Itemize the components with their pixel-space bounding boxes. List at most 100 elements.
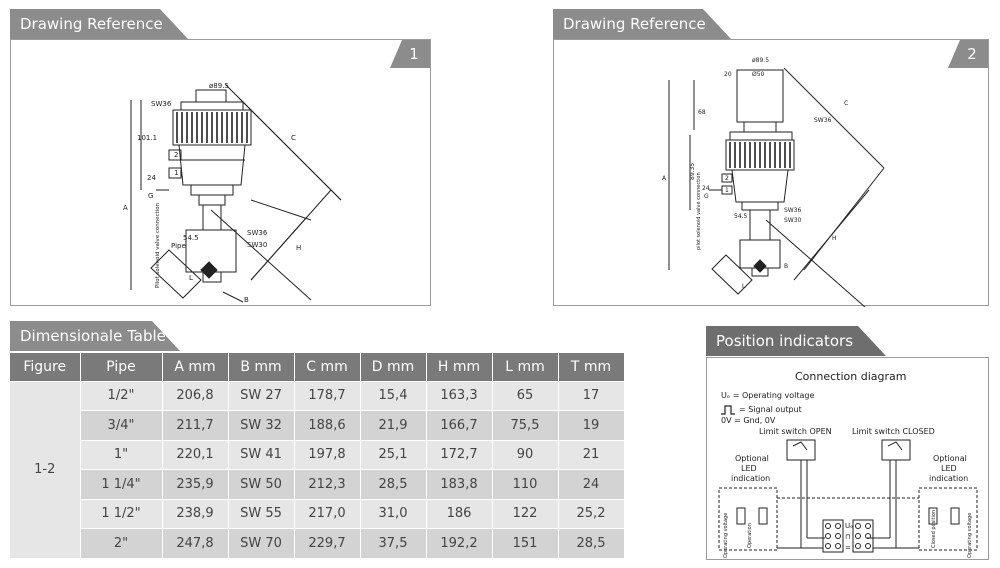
led-right-3: indication xyxy=(929,474,968,483)
table-cell: 151 xyxy=(492,528,559,558)
signal-pulse-icon xyxy=(721,405,735,415)
col-pipe: Pipe xyxy=(80,353,163,381)
diagram-title: Connection diagram xyxy=(795,370,906,383)
table-cell: 1 1/4" xyxy=(80,469,163,499)
label2-545: 54.5 xyxy=(734,213,748,220)
side-right: Closed position xyxy=(931,510,937,548)
label2-24: 24 xyxy=(702,185,710,192)
table-row: 1 1/2" 238,9 SW 55 217,0 31,0 186 122 25… xyxy=(10,498,625,529)
legend-signal: = Signal output xyxy=(739,405,802,414)
table-cell: 229,7 xyxy=(294,528,361,558)
table-cell: 28,5 xyxy=(558,528,625,558)
label-port-1: 1 xyxy=(174,169,178,177)
drawing-reference-tab-2: Drawing Reference xyxy=(553,9,731,39)
col-c: C mm xyxy=(294,353,361,381)
label-545: 54.5 xyxy=(183,234,199,242)
led-left-3: indication xyxy=(731,474,770,483)
term-ue: Uₑ xyxy=(845,522,853,530)
label2-pilot: pilot solenoid valve connection xyxy=(696,172,702,250)
table-cell: 1 1/2" xyxy=(80,498,163,529)
col-h: H mm xyxy=(426,353,493,381)
table-cell: 206,8 xyxy=(162,380,229,411)
label-g: G xyxy=(148,192,153,200)
col-l: L mm xyxy=(492,353,559,381)
label-dia: ø89.5 xyxy=(209,82,229,90)
label-b: B xyxy=(244,296,249,304)
label2-8935: 89.35 xyxy=(689,163,696,180)
table-cell: 2" xyxy=(80,528,163,558)
legend-gnd: 0V = Gnd, 0V xyxy=(721,416,776,425)
table-cell: 163,3 xyxy=(426,380,493,411)
table-cell: 28,5 xyxy=(360,469,427,499)
limit-closed-label: Limit switch CLOSED xyxy=(852,427,935,436)
table-cell: 3/4" xyxy=(80,410,163,440)
table-cell: 24 xyxy=(558,469,625,499)
drawing-panel-1: 1 xyxy=(10,39,431,306)
table-cell: 197,8 xyxy=(294,439,361,470)
label-sw36b: SW36 xyxy=(247,229,268,237)
term-gnd: = xyxy=(845,544,851,552)
led-right-1: Optional xyxy=(933,454,967,463)
label2-l: L xyxy=(742,283,746,290)
table-cell: SW 27 xyxy=(228,380,295,411)
limit-open-label: Limit switch OPEN xyxy=(759,427,832,436)
col-t: T mm xyxy=(558,353,625,381)
table-row: 1-2 1/2" 206,8 SW 27 178,7 15,4 163,3 65… xyxy=(10,380,625,558)
table-cell: 65 xyxy=(492,380,559,411)
table-cell: 186 xyxy=(426,498,493,529)
label-port-2: 2 xyxy=(174,151,178,159)
table-cell: 212,3 xyxy=(294,469,361,499)
legend-ue: Uₑ = Operating voltage xyxy=(721,391,814,400)
label-pipe: Pipe xyxy=(171,242,186,250)
label2-h: H xyxy=(832,235,837,242)
dimension-table: Figure Pipe A mm B mm C mm D mm H mm L m… xyxy=(10,353,625,558)
label2-c: C xyxy=(844,100,848,107)
label-a: A xyxy=(123,204,128,212)
label-l: L xyxy=(189,274,193,282)
table-cell: 21 xyxy=(558,439,625,470)
label-101: 101.1 xyxy=(137,134,157,142)
label-c: C xyxy=(291,134,296,142)
table-cell: 192,2 xyxy=(426,528,493,558)
label2-68: 68 xyxy=(698,109,706,116)
table-row: 2" 247,8 SW 70 229,7 37,5 192,2 151 28,5 xyxy=(10,528,625,558)
position-indicators-tab: Position indicators xyxy=(706,326,886,356)
table-cell: 178,7 xyxy=(294,380,361,411)
table-cell: 17 xyxy=(558,380,625,411)
table-cell: 25,1 xyxy=(360,439,427,470)
table-cell: 90 xyxy=(492,439,559,470)
table-header-row: Figure Pipe A mm B mm C mm D mm H mm L m… xyxy=(10,353,625,381)
table-cell: 238,9 xyxy=(162,498,229,529)
table-cell: 122 xyxy=(492,498,559,529)
table-cell: 31,0 xyxy=(360,498,427,529)
drawing-panel-2: 2 xyxy=(553,39,989,307)
table-cell: 75,5 xyxy=(492,410,559,440)
table-row: 1 1/4" 235,9 SW 50 212,3 28,5 183,8 110 … xyxy=(10,469,625,499)
label-24: 24 xyxy=(147,174,156,182)
table-cell: 247,8 xyxy=(162,528,229,558)
table-cell: 1/2" xyxy=(80,380,163,411)
table-cell: SW 41 xyxy=(228,439,295,470)
col-figure: Figure xyxy=(10,353,81,381)
side-right-2: Operating voltage xyxy=(967,513,973,558)
label2-sw36: SW36 xyxy=(814,117,832,124)
table-row: 3/4" 211,7 SW 32 188,6 21,9 166,7 75,5 1… xyxy=(10,410,625,440)
table-cell: 37,5 xyxy=(360,528,427,558)
table-cell: 19 xyxy=(558,410,625,440)
table-cell: 172,7 xyxy=(426,439,493,470)
table-cell: 217,0 xyxy=(294,498,361,529)
table-cell: SW 55 xyxy=(228,498,295,529)
table-row: 1" 220,1 SW 41 197,8 25,1 172,7 90 21 xyxy=(10,439,625,470)
table-cell: 110 xyxy=(492,469,559,499)
label2-sw36b: SW36 xyxy=(784,207,802,214)
label2-50: Ø50 xyxy=(752,71,765,78)
label-pilot: Pilot solenoid valve connection xyxy=(155,202,161,288)
table-cell: 15,4 xyxy=(360,380,427,411)
connection-diagram-panel: Connection diagram Uₑ = Operating voltag… xyxy=(706,357,989,560)
led-left-1: Optional xyxy=(735,454,769,463)
label-sw36: SW36 xyxy=(151,100,172,108)
label2-sw30: SW30 xyxy=(784,217,802,224)
valve-drawing-2: ø89.5 20 Ø50 SW36 68 C A 89.35 24 G 2 1 … xyxy=(662,57,885,307)
table-cell: SW 32 xyxy=(228,410,295,440)
table-cell: SW 50 xyxy=(228,469,295,499)
